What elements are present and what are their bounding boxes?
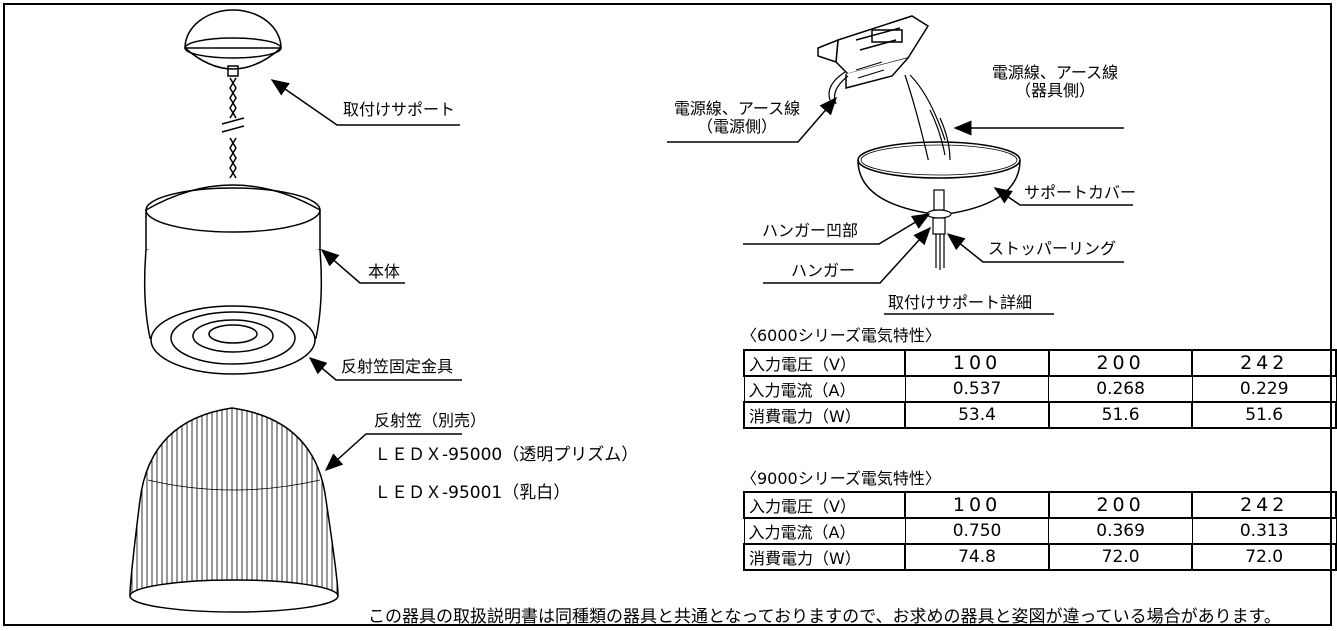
label-power-wire-fixture: 電源線、アース線 （器具側） [985, 64, 1125, 100]
support-cover [857, 141, 1021, 216]
cell-value: 0.750 [904, 517, 1050, 545]
cell-value: 51.6 [1047, 401, 1194, 429]
diagram-frame [3, 3, 1332, 626]
cell-value: 200 [1047, 491, 1194, 519]
label-stopper-ring: ストッパーリング [988, 239, 1117, 258]
cell-value: 0.369 [1048, 517, 1193, 545]
fixture-body [143, 184, 323, 375]
label-reflector-model-2: ＬＥＤＸ-95001（乳白） [374, 483, 571, 503]
ceiling-bracket [817, 15, 930, 89]
cell-value: 200 [1047, 349, 1194, 377]
table-row: 入力電流（A） 0.750 0.369 0.313 [743, 517, 1337, 545]
cell-value: 0.537 [904, 375, 1050, 403]
spec-table-6000: 入力電圧（V） 100 200 242 入力電流（A） 0.537 0.268 … [742, 349, 1337, 429]
reflector-shade [129, 407, 339, 613]
footer-note: この器具の取扱説明書は同種類の器具と共通となっておりますので、お求めの器具と姿図… [368, 607, 1281, 627]
cell-value: 53.4 [904, 401, 1050, 429]
row-label: 消費電力（W） [742, 401, 907, 429]
row-label: 入力電圧（V） [742, 349, 907, 377]
cell-value: 242 [1191, 349, 1337, 377]
label-support-detail: 取付けサポート詳細 [888, 293, 1033, 312]
cell-value: 72.0 [1047, 543, 1194, 571]
ceiling-canopy [184, 9, 282, 77]
cell-value: 51.6 [1191, 401, 1337, 429]
row-label: 入力電圧（V） [742, 491, 907, 519]
cell-value: 100 [904, 491, 1050, 519]
row-label: 消費電力（W） [742, 543, 907, 571]
table-row: 入力電圧（V） 100 200 242 [742, 491, 1337, 519]
label-hanger: ハンガー [791, 261, 856, 280]
table-row: 入力電圧（V） 100 200 242 [742, 349, 1337, 377]
label-reflector-model-1: ＬＥＤＸ-95000（透明プリズム） [374, 445, 639, 465]
label-power-wire-source: 電源線、アース線 （電源側） [672, 100, 802, 136]
hanger-assembly [926, 189, 952, 270]
cell-value: 0.229 [1191, 375, 1337, 403]
label-power-wire-fixture-line2: （器具側） [1014, 81, 1095, 100]
table-row: 消費電力（W） 74.8 72.0 72.0 [742, 543, 1337, 571]
right-leaders [667, 96, 1133, 315]
table-row: 消費電力（W） 53.4 51.6 51.6 [742, 401, 1337, 429]
cell-value: 242 [1191, 491, 1337, 519]
label-support-cover: サポートカバー [1024, 183, 1137, 202]
cell-value: 100 [904, 349, 1050, 377]
row-label: 入力電流（A） [743, 375, 906, 403]
label-power-wire-source-line1: 電源線、アース線 [673, 99, 801, 118]
chain [221, 77, 245, 179]
label-hanger-recess: ハンガー凹部 [762, 221, 859, 240]
cell-value: 74.8 [904, 543, 1050, 571]
cell-value: 0.313 [1191, 517, 1337, 545]
row-label: 入力電流（A） [743, 517, 906, 545]
label-power-wire-source-line2: （電源側） [696, 117, 777, 136]
label-reflector-bracket: 反射笠固定金具 [341, 357, 454, 376]
table-row: 入力電流（A） 0.537 0.268 0.229 [743, 375, 1337, 403]
table-title-6000: 〈6000シリーズ電気特性〉 [741, 326, 941, 345]
label-support: 取付けサポート [343, 100, 456, 119]
label-power-wire-fixture-line1: 電源線、アース線 [991, 63, 1119, 82]
cell-value: 0.268 [1048, 375, 1193, 403]
spec-table-9000: 入力電圧（V） 100 200 242 入力電流（A） 0.750 0.369 … [742, 491, 1337, 571]
cell-value: 72.0 [1191, 543, 1337, 571]
label-reflector: 反射笠（別売） [374, 411, 487, 430]
left-leaders [270, 79, 462, 472]
table-title-9000: 〈9000シリーズ電気特性〉 [741, 469, 941, 488]
label-body: 本体 [368, 262, 401, 281]
